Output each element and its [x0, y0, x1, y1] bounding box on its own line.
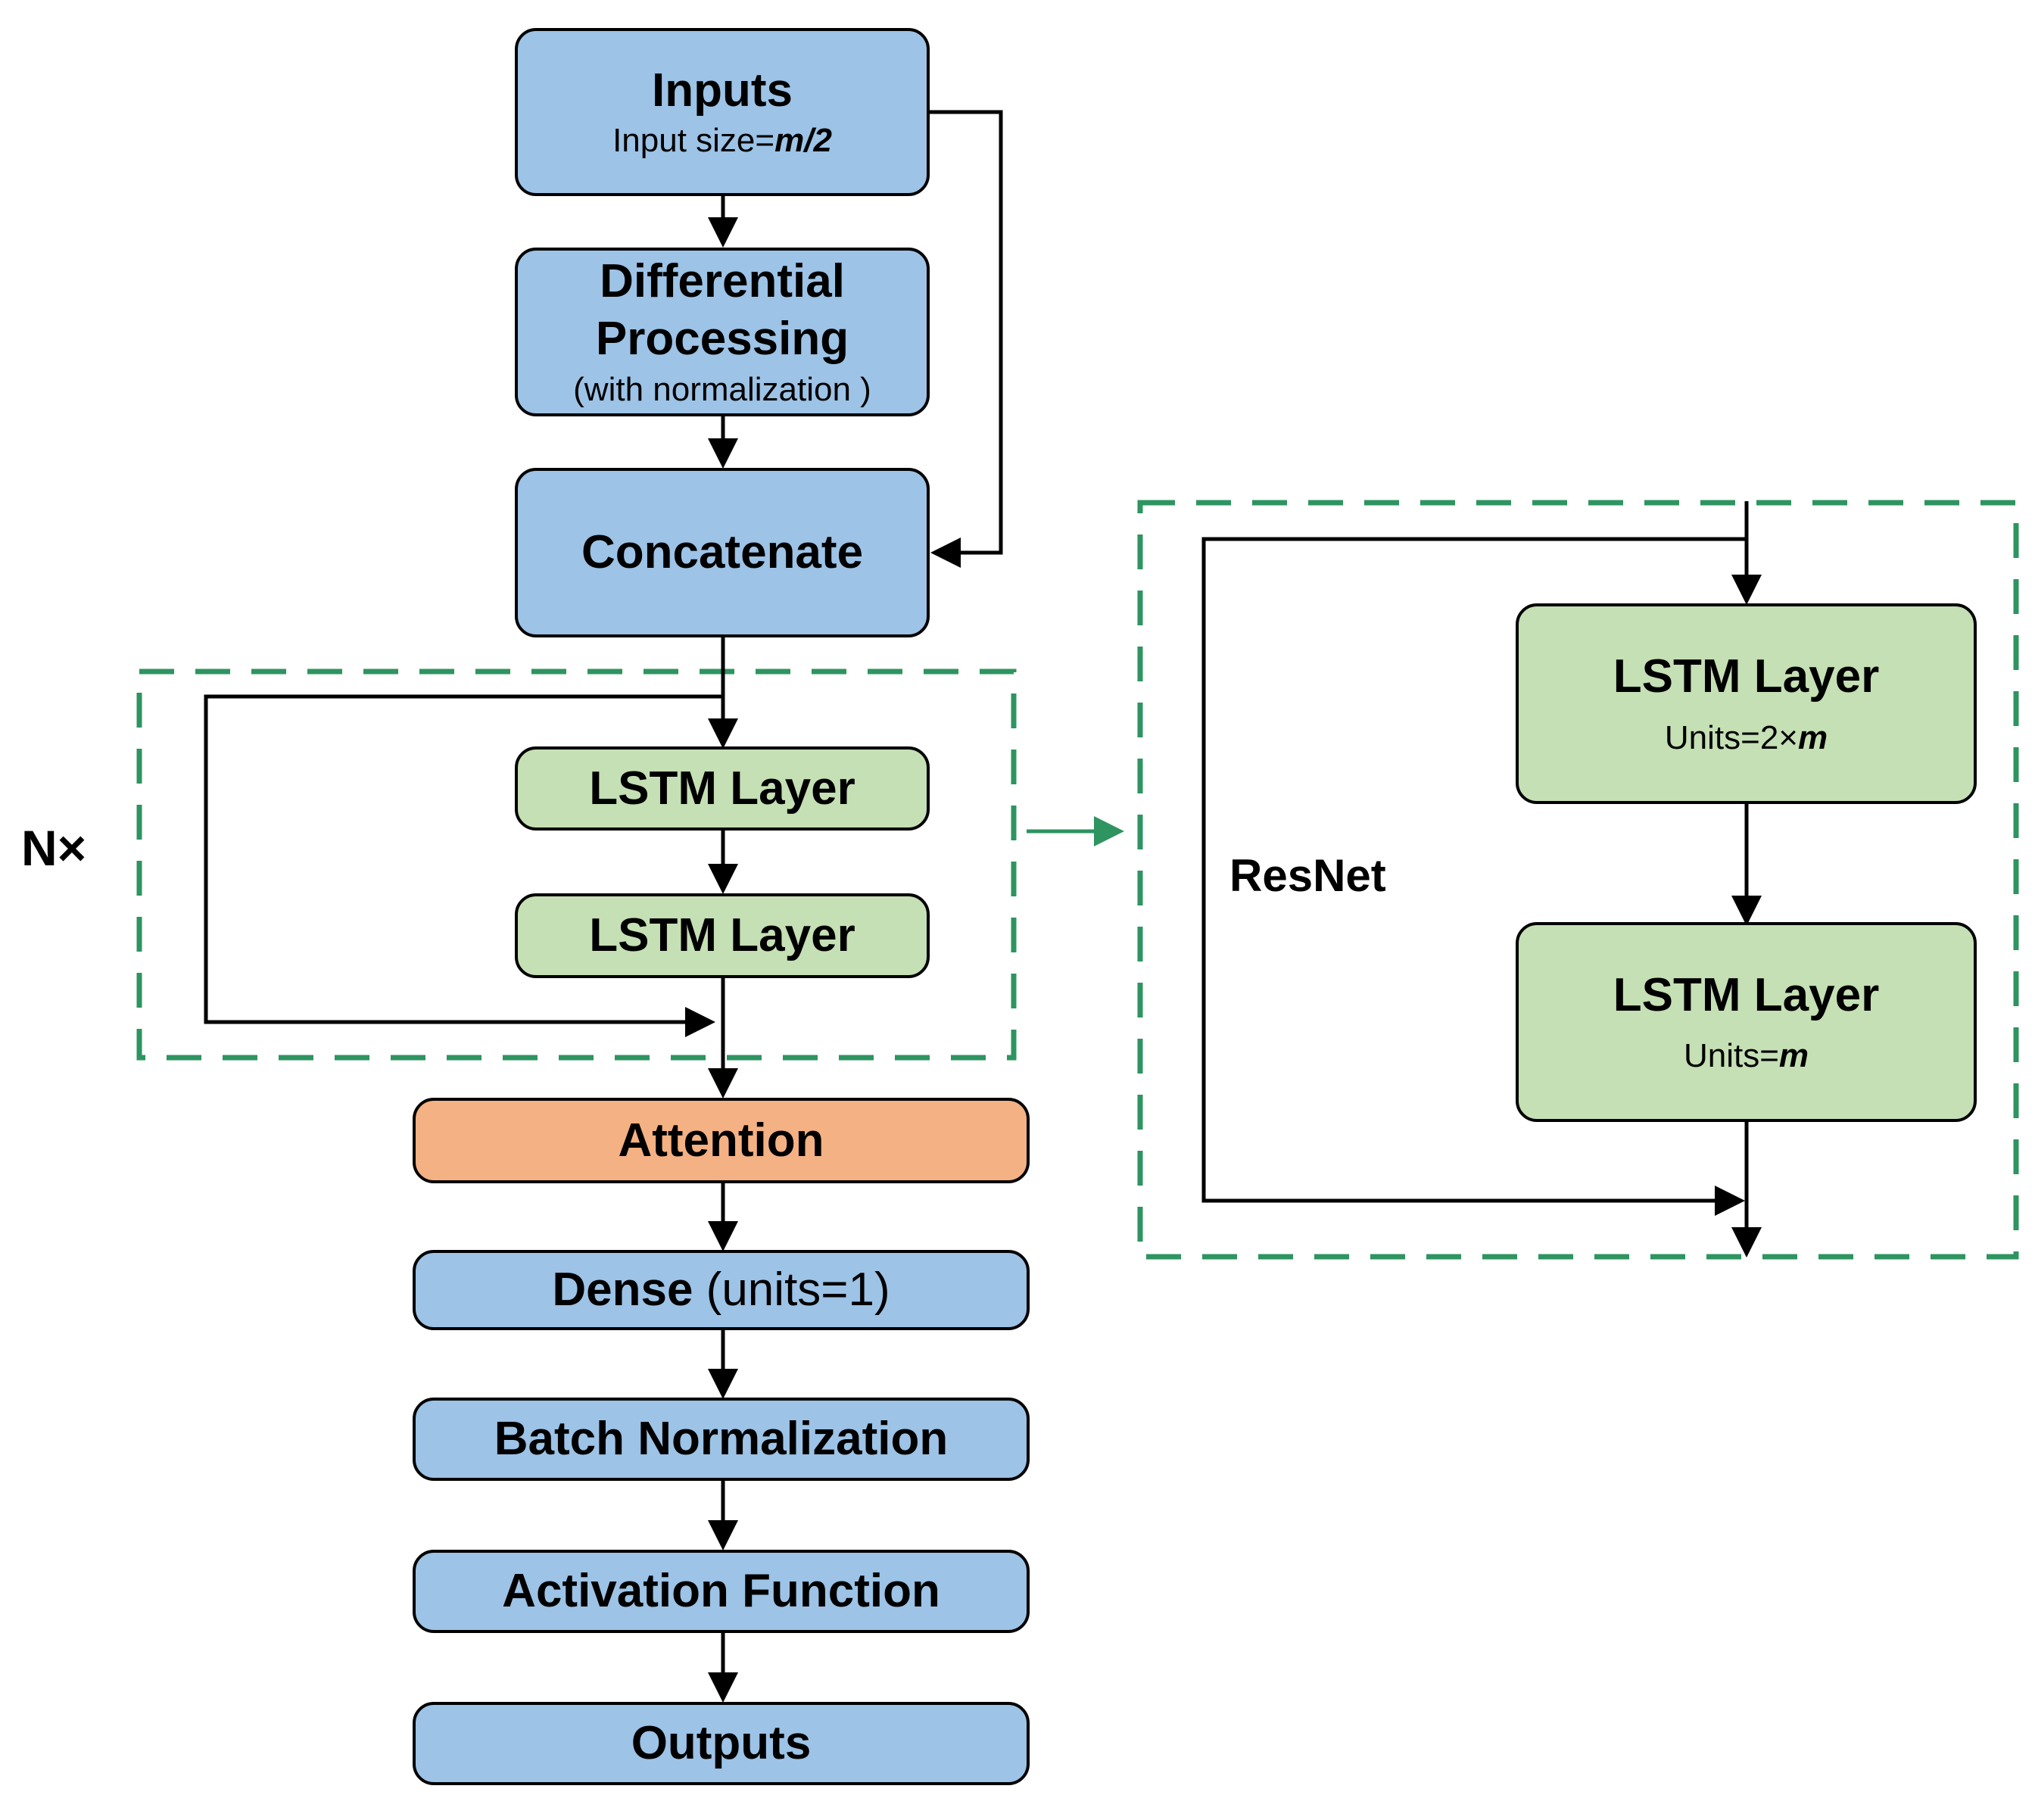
residual-branch-left	[204, 694, 723, 1037]
inputs-size-label: Input size=m/2	[612, 119, 832, 162]
detail-residual-branch	[1201, 537, 1747, 1216]
attention-title: Attention	[618, 1114, 824, 1167]
differential-subtitle: (with normalization )	[573, 370, 871, 408]
outputs-title: Outputs	[631, 1717, 812, 1770]
detail-lstm-b-units: Units=m	[1684, 1034, 1809, 1077]
inputs-title: Inputs	[652, 64, 793, 117]
lstm-layer-node-1: LSTM Layer	[515, 746, 930, 831]
concatenate-title: Concatenate	[581, 526, 864, 579]
detail-lstm-b-units-var: m	[1778, 1037, 1809, 1075]
differential-processing-node: Differential Processing (with normalizat…	[515, 248, 930, 416]
detail-lstm-a-units-text: Units=2×	[1664, 718, 1798, 756]
resnet-detail-frame	[1137, 500, 2019, 1260]
batchnorm-title: Batch Normalization	[494, 1413, 949, 1466]
detail-lstm-b-title: LSTM Layer	[1613, 968, 1880, 1021]
dense-param: (units=1)	[693, 1264, 890, 1317]
lstm-layer-1-title: LSTM Layer	[589, 762, 855, 815]
inputs-node: Inputs Input size=m/2	[515, 28, 930, 196]
outputs-node: Outputs	[413, 1702, 1030, 1785]
dense-label: Dense (units=1)	[552, 1261, 890, 1319]
activation-title: Activation Function	[502, 1565, 940, 1618]
detail-lstm-a-units: Units=2×m	[1665, 716, 1828, 759]
arrow-inputs-skip-to-concatenate	[928, 110, 1003, 568]
differential-title-line1: Differential	[600, 255, 845, 308]
inputs-size-text: Input size=	[612, 122, 775, 160]
repeat-count-label: N×	[21, 820, 87, 876]
repeat-block-frame	[136, 668, 1017, 1061]
batch-normalization-node: Batch Normalization	[413, 1398, 1030, 1481]
detail-lstm-a-units-var: m	[1797, 718, 1828, 756]
differential-title-line2: Processing	[595, 312, 849, 365]
activation-function-node: Activation Function	[413, 1550, 1030, 1633]
dense-title: Dense	[552, 1264, 693, 1317]
inputs-size-var: m/2	[774, 122, 832, 160]
detail-lstm-a-title: LSTM Layer	[1613, 650, 1880, 703]
detail-lstm-layer-a: LSTM Layer Units=2×m	[1516, 603, 1977, 804]
resnet-label: ResNet	[1229, 850, 1386, 901]
detail-lstm-layer-b: LSTM Layer Units=m	[1516, 922, 1977, 1122]
attention-node: Attention	[413, 1098, 1030, 1183]
detail-lstm-b-units-text: Units=	[1683, 1037, 1779, 1075]
dense-node: Dense (units=1)	[413, 1250, 1030, 1330]
lstm-layer-node-2: LSTM Layer	[515, 893, 930, 978]
lstm-layer-2-title: LSTM Layer	[589, 909, 855, 962]
concatenate-node: Concatenate	[515, 468, 930, 637]
